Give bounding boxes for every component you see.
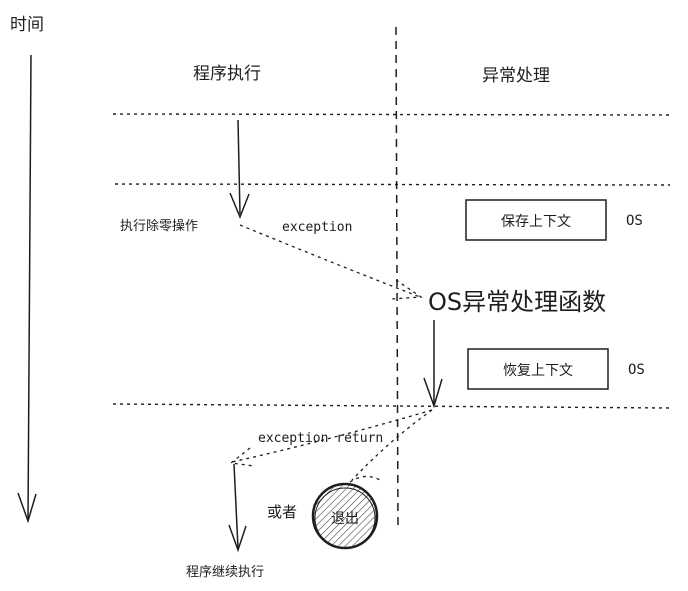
continue-label: 程序继续执行 <box>186 565 264 580</box>
exit-label: 退出 <box>331 511 359 527</box>
program-down-arrow <box>229 119 250 220</box>
exit-circle <box>311 482 379 550</box>
restore-context-label: 恢复上下文 <box>503 362 573 379</box>
column-separator <box>395 26 399 531</box>
divide-by-zero-label: 执行除零操作 <box>120 218 198 234</box>
handler-down-arrow <box>423 320 443 409</box>
save-os-label: OS <box>626 213 643 229</box>
or-label: 或者 <box>267 503 297 521</box>
time-axis-arrow <box>17 54 37 524</box>
continue-down-arrow <box>228 463 247 553</box>
os-handler-label: OS异常处理函数 <box>428 288 606 316</box>
save-context-label: 保存上下文 <box>501 214 571 230</box>
exception-label: exception <box>282 220 352 235</box>
column-header-program: 程序执行 <box>193 64 261 84</box>
exception-arrow <box>239 224 423 300</box>
column-header-exception: 异常处理 <box>482 66 550 86</box>
exception-return-arrow <box>229 409 433 467</box>
restore-context-box <box>467 348 609 390</box>
exception-return-label: exception return <box>258 431 383 446</box>
exit-arrow <box>349 409 433 483</box>
save-context-box <box>465 199 607 241</box>
timeline-dividers <box>112 113 671 409</box>
restore-os-label: OS <box>628 362 645 378</box>
time-label: 时间 <box>10 15 44 35</box>
